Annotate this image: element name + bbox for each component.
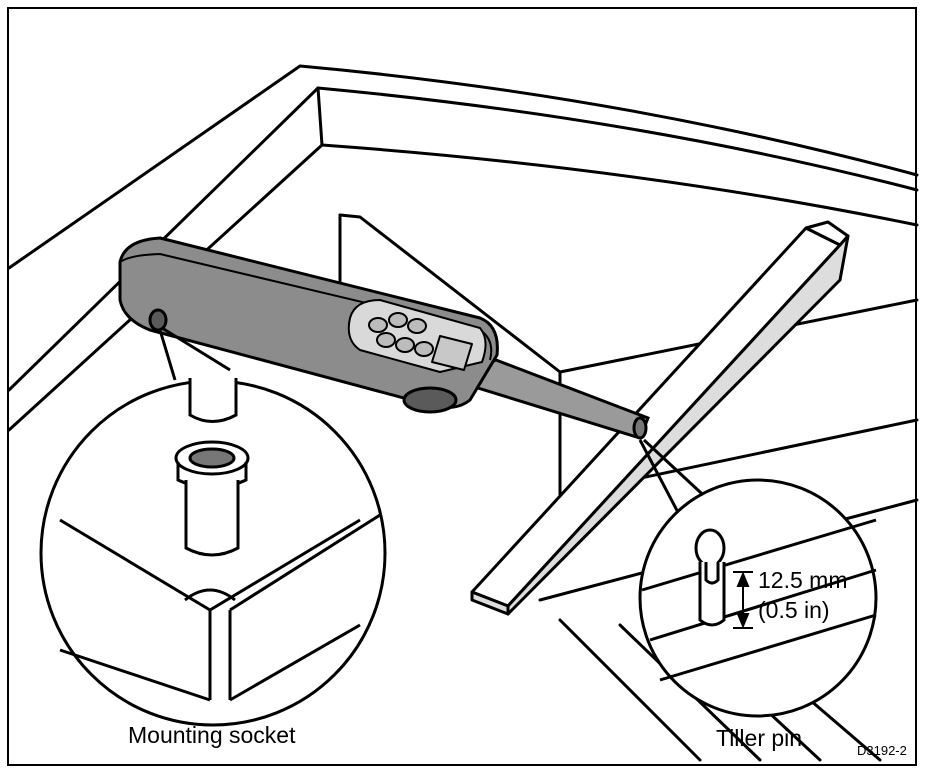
measurement-in-label: (0.5 in) bbox=[758, 597, 830, 623]
measurement-arrow bbox=[733, 571, 753, 629]
seat-box bbox=[338, 213, 562, 497]
measurement-mm-label: 12.5 mm bbox=[758, 567, 848, 593]
tiller-pin-label: Tiller pin bbox=[716, 725, 803, 751]
mounting-socket-label: Mounting socket bbox=[128, 722, 296, 748]
tiller-pin-detail bbox=[638, 438, 878, 718]
mounting-socket-detail bbox=[39, 326, 387, 727]
lcd-display bbox=[431, 335, 473, 371]
hull-gunwale bbox=[7, 64, 919, 270]
keypad-buttons bbox=[368, 312, 434, 357]
tiller bbox=[470, 220, 850, 616]
drawing-code-label: D3192-2 bbox=[857, 743, 907, 758]
hull-inner-edge bbox=[7, 86, 919, 392]
tiller-pilot-body bbox=[118, 236, 499, 414]
